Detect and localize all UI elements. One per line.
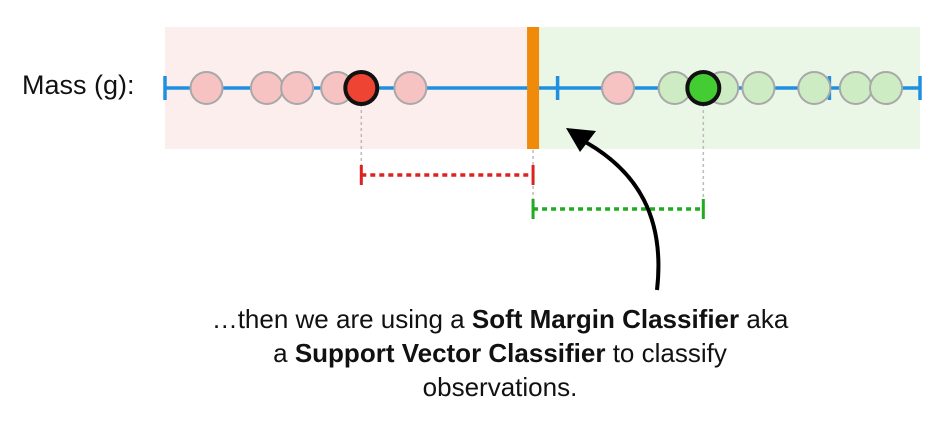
green-point xyxy=(741,71,776,105)
caption-bold-soft-margin: Soft Margin Classifier xyxy=(471,304,740,334)
caption-text: aka xyxy=(739,304,789,334)
red-point xyxy=(280,71,315,105)
axis-label: Mass (g): xyxy=(22,70,135,100)
green-support-vector xyxy=(685,70,722,106)
caption-line-1: …then we are using a Soft Margin Classif… xyxy=(150,302,850,336)
red-point xyxy=(393,71,428,105)
green-points xyxy=(601,71,904,105)
caption: …then we are using a Soft Margin Classif… xyxy=(150,302,850,404)
red-support-vector xyxy=(343,70,380,106)
green-point xyxy=(869,71,904,105)
arrow-head-icon xyxy=(566,128,596,152)
soft-margins xyxy=(359,104,705,219)
caption-text: to classify xyxy=(605,338,727,368)
support-vectors xyxy=(343,70,722,106)
red-point xyxy=(189,71,224,105)
threshold-bar xyxy=(527,27,540,149)
caption-line-3: observations. xyxy=(422,372,578,402)
red-point xyxy=(249,71,284,105)
misclassified-red-point xyxy=(601,71,635,105)
green-point xyxy=(797,71,832,105)
caption-line-2: a Support Vector Classifier to classify xyxy=(150,336,850,370)
red-points xyxy=(189,71,428,105)
green-point xyxy=(838,71,873,105)
caption-text: a xyxy=(273,338,295,368)
caption-text: …then we are using a xyxy=(211,304,472,334)
arrow-to-threshold xyxy=(577,136,661,291)
caption-bold-svc: Support Vector Classifier xyxy=(294,338,606,368)
